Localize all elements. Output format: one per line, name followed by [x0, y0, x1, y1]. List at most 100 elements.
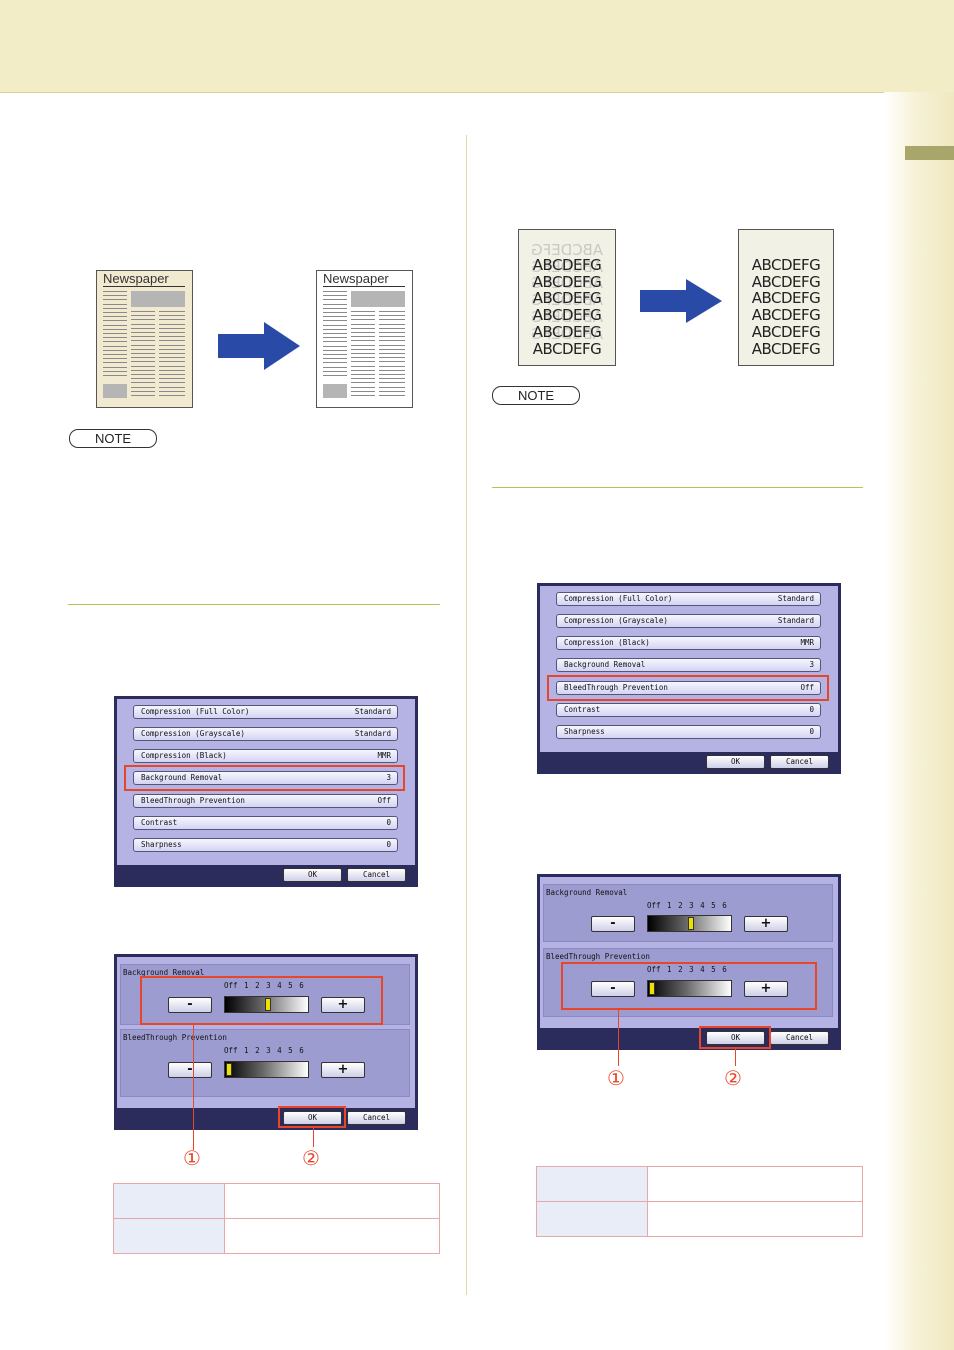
text-line	[131, 395, 155, 396]
plus-button[interactable]: +	[321, 997, 365, 1013]
setting-row[interactable]: Compression (Grayscale)Standard	[133, 727, 398, 741]
chapter-tab[interactable]	[905, 146, 954, 160]
text-line	[379, 332, 405, 333]
text-line	[323, 370, 347, 372]
text-line	[323, 295, 347, 297]
callout-line	[313, 1128, 314, 1147]
text-line	[379, 357, 405, 359]
ok-button[interactable]: OK	[706, 755, 765, 769]
plus-button[interactable]: +	[744, 981, 788, 997]
text-line	[323, 337, 347, 339]
text-line	[323, 303, 347, 305]
cancel-button[interactable]: Cancel	[770, 1031, 829, 1045]
cancel-button[interactable]: Cancel	[347, 1111, 406, 1125]
text-line	[323, 341, 347, 343]
ok-button[interactable]: OK	[283, 868, 342, 882]
text-line	[351, 332, 375, 333]
text-line	[351, 327, 375, 329]
callout-number: ②	[302, 1146, 320, 1170]
text-line	[159, 315, 185, 317]
newspaper-before: Newspaper	[96, 270, 193, 408]
text-line	[103, 333, 127, 334]
text-line	[159, 327, 185, 329]
text-line	[103, 354, 127, 355]
text-line	[379, 382, 405, 384]
setting-row[interactable]: Compression (Black)MMR	[556, 636, 821, 650]
text-line	[159, 386, 185, 388]
side-margin	[884, 92, 954, 1350]
plus-button[interactable]: +	[744, 916, 788, 932]
minus-button[interactable]: -	[591, 916, 635, 932]
text-line	[131, 361, 155, 363]
text-line	[379, 361, 405, 363]
highlight-box	[140, 976, 383, 1025]
level-bar[interactable]	[224, 996, 309, 1013]
highlight-box	[699, 1026, 771, 1049]
text-line	[159, 344, 185, 346]
plus-button[interactable]: +	[321, 1062, 365, 1078]
setting-row[interactable]: Compression (Black)MMR	[133, 749, 398, 763]
text-line	[103, 370, 127, 372]
newspaper-title: Newspaper	[103, 271, 185, 287]
minus-button[interactable]: -	[168, 997, 212, 1013]
text-line	[379, 344, 405, 346]
highlight-box	[278, 1106, 346, 1128]
text-line	[379, 323, 405, 325]
text-line	[351, 315, 375, 317]
callout-line	[618, 1010, 619, 1066]
minus-button[interactable]: -	[591, 981, 635, 997]
text-line	[131, 348, 155, 350]
setting-row[interactable]: Compression (Grayscale)Standard	[556, 614, 821, 628]
level-marker	[688, 917, 694, 930]
adjust-screen: Background Removal Off 1 2 3 4 5 6 - + B…	[114, 954, 418, 1130]
text-line	[323, 307, 347, 309]
text-line	[131, 344, 155, 346]
highlight-box	[561, 962, 817, 1010]
arrow-right-icon	[640, 279, 722, 323]
setting-row[interactable]: Compression (Full Color)Standard	[556, 592, 821, 606]
text-line	[131, 353, 155, 354]
level-bar[interactable]	[224, 1061, 309, 1078]
cancel-button[interactable]: Cancel	[347, 868, 406, 882]
note-badge: NOTE	[492, 386, 580, 405]
text-line	[103, 358, 127, 360]
text-line	[351, 374, 375, 375]
text-line	[323, 358, 347, 360]
setting-row[interactable]: Compression (Full Color)Standard	[133, 705, 398, 719]
text-line	[323, 333, 347, 334]
text-line	[159, 378, 185, 380]
cancel-button[interactable]: Cancel	[770, 755, 829, 769]
ok-button[interactable]: OK	[706, 1031, 765, 1045]
text-line	[379, 319, 405, 321]
text-line	[159, 348, 185, 350]
text-line	[159, 365, 185, 367]
text-line	[131, 332, 155, 333]
section-rule-right	[492, 487, 863, 488]
text-line	[131, 365, 155, 367]
text-line	[323, 324, 347, 326]
text-line	[131, 336, 155, 338]
text-line	[131, 315, 155, 317]
minus-button[interactable]: -	[168, 1062, 212, 1078]
text-line	[103, 362, 127, 364]
text-line	[379, 340, 405, 342]
text-line	[323, 299, 347, 301]
level-bar[interactable]	[647, 980, 732, 997]
text-line	[159, 323, 185, 325]
text-line	[131, 386, 155, 388]
ok-button[interactable]: OK	[283, 1111, 342, 1125]
text-line	[379, 395, 405, 396]
level-bar[interactable]	[647, 915, 732, 932]
text-line	[103, 337, 127, 339]
text-line	[379, 336, 405, 338]
